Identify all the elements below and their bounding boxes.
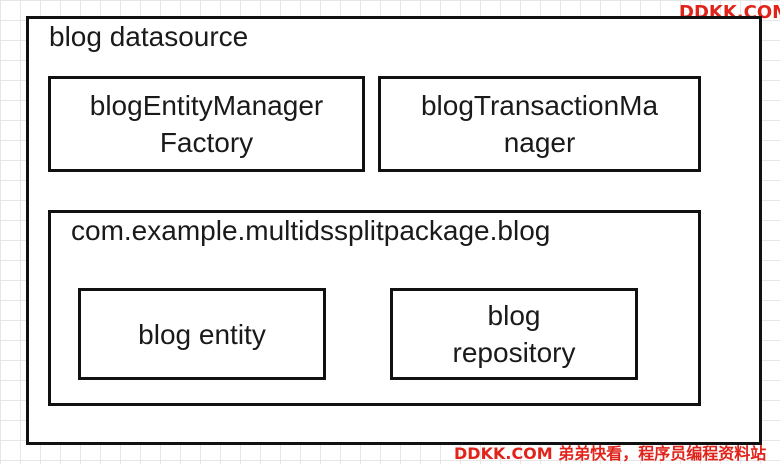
blog-repository-box: blog repository xyxy=(390,288,638,380)
blog-entity-box: blog entity xyxy=(78,288,326,380)
transaction-manager-box: blogTransactionMa nager xyxy=(378,76,701,172)
watermark-bottom: DDKK.COM 弟弟快看，程序员编程资料站 xyxy=(454,444,767,463)
entity-manager-factory-line1: blogEntityManager xyxy=(89,90,324,121)
blog-datasource-title: blog datasource xyxy=(49,21,249,52)
blog-entity-label: blog entity xyxy=(138,318,266,350)
package-title: com.example.multidssplitpackage.blog xyxy=(71,215,551,246)
transaction-manager-line1: blogTransactionMa xyxy=(420,90,659,121)
entity-manager-factory-line2: Factory xyxy=(159,127,254,158)
transaction-manager-line2: nager xyxy=(503,127,576,158)
entity-manager-factory-box: blogEntityManager Factory xyxy=(48,76,365,172)
blog-repository-line2: repository xyxy=(452,337,576,368)
blog-repository-line1: blog xyxy=(487,300,541,331)
